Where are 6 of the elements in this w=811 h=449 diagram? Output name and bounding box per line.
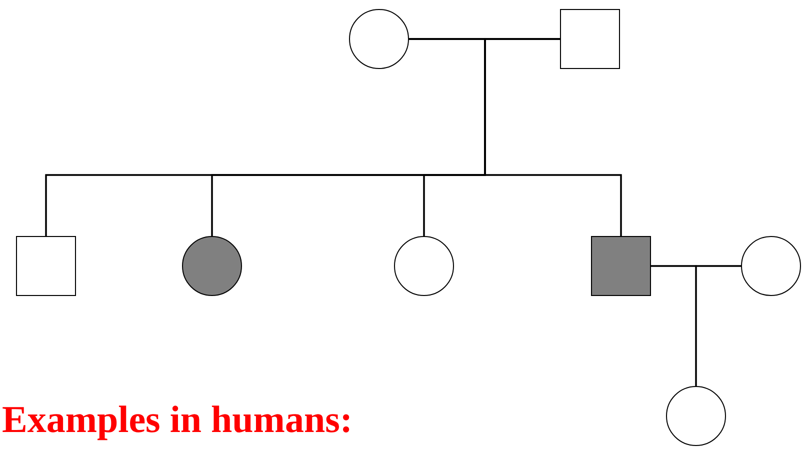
male-square	[560, 9, 620, 69]
affected-male-square	[591, 236, 651, 296]
pedigree-line	[484, 38, 622, 236]
heading: Examples in humans:	[2, 398, 353, 442]
male-square	[16, 236, 76, 296]
pedigree-line	[695, 265, 741, 386]
